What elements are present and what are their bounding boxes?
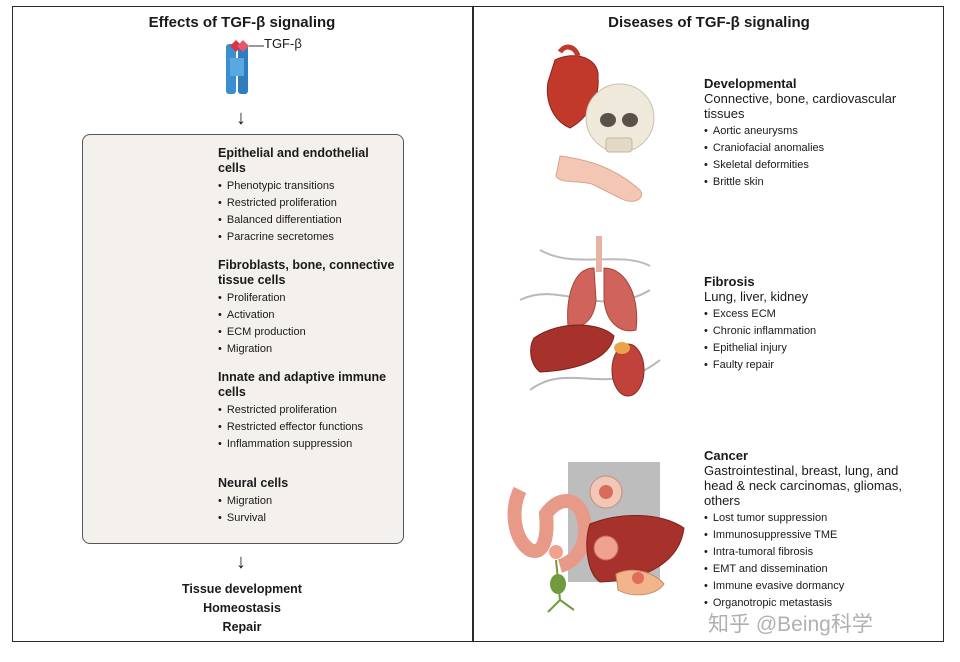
disease-title: Fibrosis <box>704 274 755 289</box>
list-item: Organotropic metastasis <box>704 595 924 612</box>
left-panel-title: Effects of TGF-β signaling <box>148 14 336 31</box>
group-epithelial: Epithelial and endothelial cells Phenoty… <box>218 146 398 246</box>
disease-fibrosis: Fibrosis Lung, liver, kidney Excess ECM … <box>704 274 924 374</box>
disease-subtitle: Gastrointestinal, breast, lung, and head… <box>704 463 902 508</box>
list-item: Immune evasive dormancy <box>704 578 924 595</box>
down-arrow-icon: ↓ <box>236 551 246 573</box>
disease-title: Cancer <box>704 448 749 463</box>
list-item: Intra-tumoral fibrosis <box>704 544 924 561</box>
group-neural: Neural cells Migration Survival <box>218 476 398 527</box>
list-item: Activation <box>218 307 398 324</box>
outcome-item: Homeostasis <box>203 601 281 615</box>
disease-developmental: Developmental Connective, bone, cardiova… <box>704 76 924 191</box>
list-item: Immunosuppressive TME <box>704 527 924 544</box>
disease-subtitle: Lung, liver, kidney <box>704 289 809 304</box>
group-title: Neural cells <box>218 476 289 490</box>
tgf-beta-label: TGF-β <box>264 36 302 51</box>
outcomes-list: Tissue development Homeostasis Repair <box>122 580 362 637</box>
list-item: Chronic inflammation <box>704 323 924 340</box>
list-item: Epithelial injury <box>704 340 924 357</box>
list-item: Brittle skin <box>704 174 924 191</box>
cancer-organs-icon <box>507 462 685 613</box>
list-item: Excess ECM <box>704 306 924 323</box>
list-item: Proliferation <box>218 290 398 307</box>
list-item: Inflammation suppression <box>218 436 398 453</box>
group-fibroblasts: Fibroblasts, bone, connective tissue cel… <box>218 258 398 358</box>
list-item: Phenotypic transitions <box>218 178 398 195</box>
list-item: Aortic aneurysms <box>704 123 924 140</box>
list-item: Craniofacial anomalies <box>704 140 924 157</box>
list-item: Faulty repair <box>704 357 924 374</box>
disease-title: Developmental <box>704 76 797 91</box>
list-item: ECM production <box>218 324 398 341</box>
fibrosis-organs-icon <box>519 236 661 397</box>
list-item: Migration <box>218 341 398 358</box>
disease-cancer: Cancer Gastrointestinal, breast, lung, a… <box>704 448 924 612</box>
heart-skull-organ-icon <box>546 44 655 202</box>
list-item: Survival <box>218 510 398 527</box>
panel-divider <box>472 6 474 642</box>
list-item: Paracrine secretomes <box>218 229 398 246</box>
group-title: Innate and adaptive immune cells <box>218 370 387 399</box>
outcome-item: Repair <box>222 620 262 634</box>
group-title: Fibroblasts, bone, connective tissue cel… <box>218 258 395 287</box>
group-title: Epithelial and endothelial cells <box>218 146 369 175</box>
right-panel-title: Diseases of TGF-β signaling <box>608 14 810 31</box>
group-immune: Innate and adaptive immune cells Restric… <box>218 370 398 453</box>
list-item: Restricted effector functions <box>218 419 398 436</box>
list-item: Restricted proliferation <box>218 195 398 212</box>
list-item: EMT and dissemination <box>704 561 924 578</box>
down-arrow-icon: ↓ <box>236 107 246 129</box>
outcome-item: Tissue development <box>182 582 302 596</box>
list-item: Migration <box>218 493 398 510</box>
list-item: Lost tumor suppression <box>704 510 924 527</box>
list-item: Restricted proliferation <box>218 402 398 419</box>
tgf-beta-receptor-icon <box>226 40 264 94</box>
disease-subtitle: Connective, bone, cardiovascular tissues <box>704 91 897 121</box>
list-item: Skeletal deformities <box>704 157 924 174</box>
watermark: 知乎 @Being科学 <box>708 613 873 636</box>
list-item: Balanced differentiation <box>218 212 398 229</box>
